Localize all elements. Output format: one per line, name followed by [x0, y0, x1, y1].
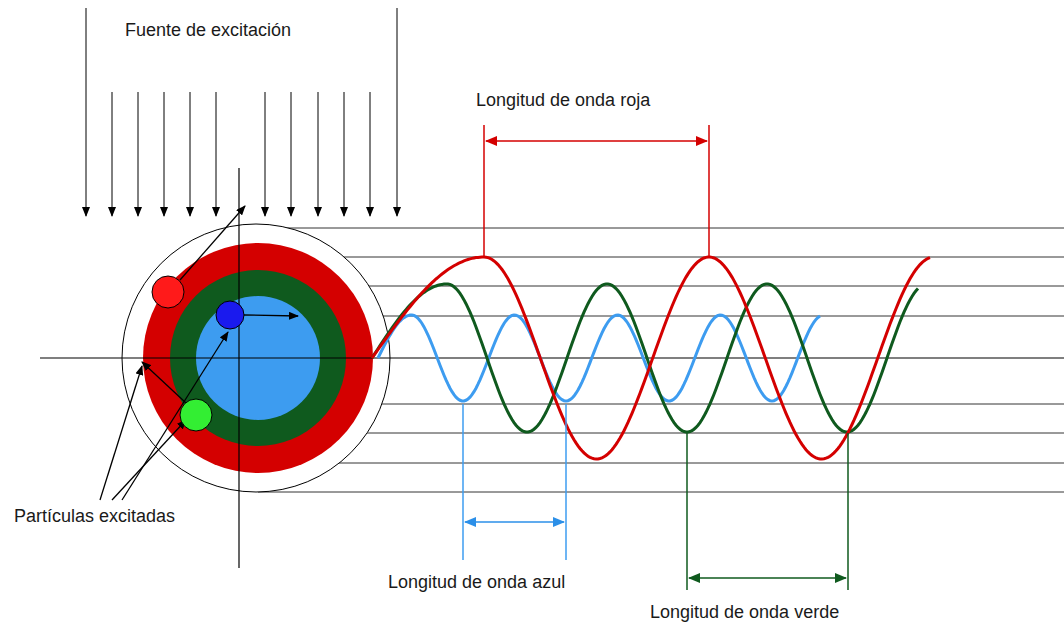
green-particle: [180, 399, 212, 431]
blue-wavelength-marker: [463, 404, 566, 560]
vertical-axis: [238, 168, 239, 568]
wavelength-label: Longitud de onda roja: [476, 90, 650, 112]
green-wave: [372, 284, 918, 432]
red-wavelength-marker: [484, 125, 709, 257]
wavelength-label: Longitud de onda verde: [650, 602, 839, 624]
particles-label: Partículas excitadas: [14, 506, 175, 528]
particle-arrows: [100, 206, 298, 500]
red-particle: [152, 276, 184, 308]
blue-particle: [216, 301, 244, 329]
source-label: Fuente de excitación: [125, 20, 291, 42]
excitation-arrows: [86, 8, 397, 216]
green-wavelength-marker: [687, 433, 848, 590]
red-wave: [372, 257, 930, 459]
horizontal-axis: [40, 357, 1064, 358]
wavelength-label: Longitud de onda azul: [388, 572, 565, 594]
